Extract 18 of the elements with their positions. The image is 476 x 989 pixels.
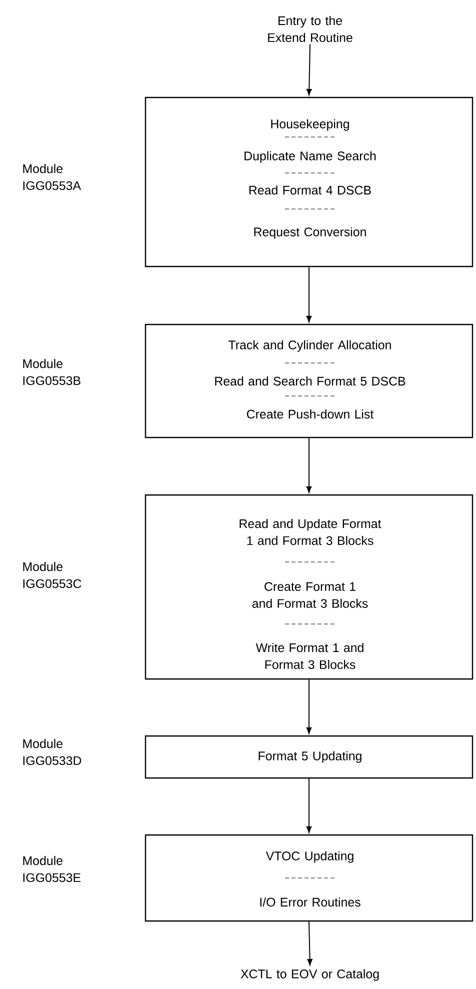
process-box: VTOC Updating I/O Error Routines xyxy=(144,834,474,922)
process-box: Housekeeping Duplicate Name Search Read Format 4 DSCB Request Conversion xyxy=(144,96,474,268)
module-label: Module IGG0553B xyxy=(23,358,80,386)
process-box: Track and Cylinder Allocation Read and Search Format 5 DSCB Create Push-down List xyxy=(144,324,474,438)
arrow xyxy=(306,266,312,322)
module-label: Module IGG0553E xyxy=(23,856,80,882)
arrow xyxy=(306,778,312,833)
module-label: Module IGG0553A xyxy=(23,164,82,190)
module-label: Module IGG0553C xyxy=(23,562,82,588)
process-box: Read and Update Format 1 and Format 3 Blocks Create Format 1 and Format 3 Blocks Write Format 1 and Format 3 Blocks xyxy=(144,494,474,680)
arrow xyxy=(306,44,312,96)
module-label: Module IGG0533D xyxy=(23,738,82,766)
arrow xyxy=(307,921,312,966)
process-box: Format 5 Updating xyxy=(144,735,474,779)
terminal-text: Entry to the Extend Routine xyxy=(268,16,352,42)
terminal-text: XCTL to EOV or Catalog xyxy=(240,969,379,981)
arrow xyxy=(306,438,312,493)
arrow xyxy=(306,679,312,734)
